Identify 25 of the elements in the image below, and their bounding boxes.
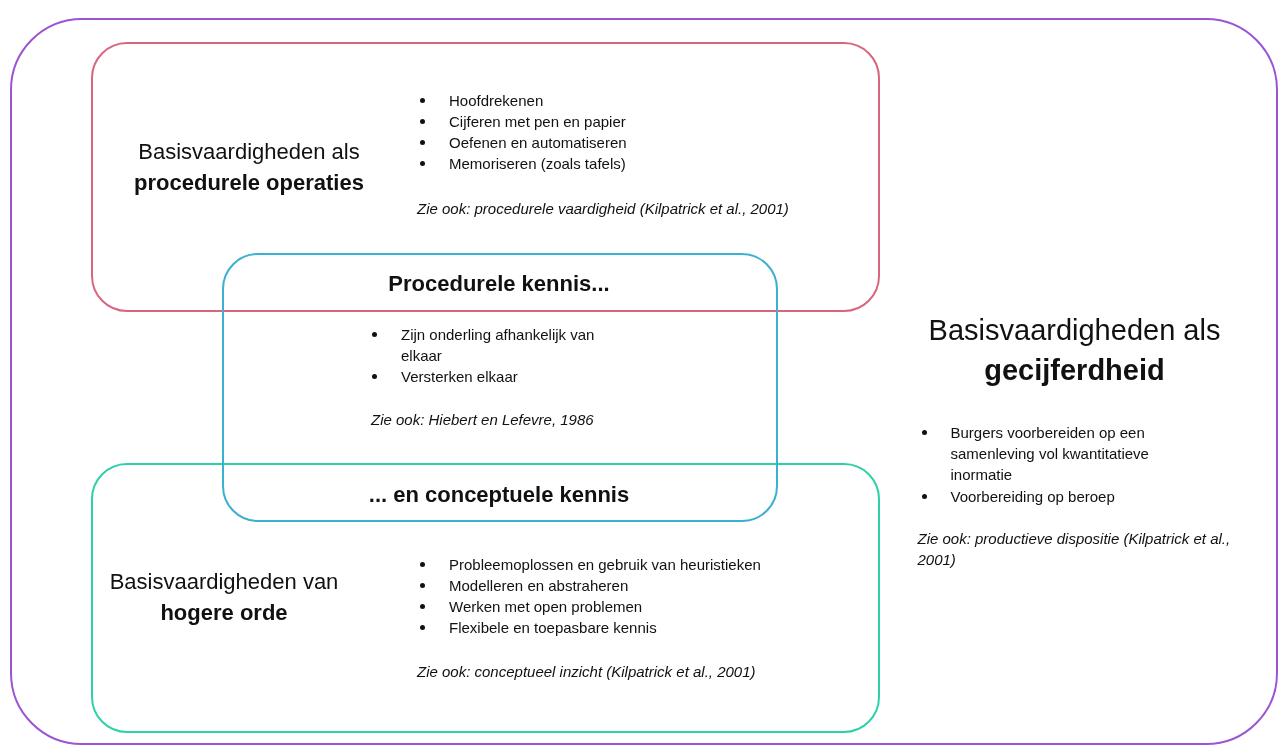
- rounded-panel: [221, 252, 778, 522]
- heading: Basisvaardigheden als gecijferdheid: [927, 312, 1222, 388]
- heading: Basisvaardigheden als procedurele operaties: [133, 138, 365, 197]
- reference-note: Zie ook: Hiebert en Lefevre, 1986: [371, 410, 595, 430]
- list-item: Werken met open problemen: [449, 598, 643, 615]
- reference-note: Zie ook: conceptueel inzicht (Kilpatrick et al., 2001): [417, 662, 757, 682]
- list-item: Memoriseren (zoals tafels): [449, 155, 626, 172]
- list-item: Hoofdrekenen: [449, 92, 544, 109]
- list-item: Voorbereiding op beroep: [950, 487, 1115, 505]
- reference-note: Zie ook: productieve dispositie (Kilpatrick et al., 2001): [917, 528, 1232, 570]
- list-item: Burgers voorbereiden op een samenleving vol kwantitatieve inormatie: [950, 423, 1149, 483]
- reference-note: Zie ook: procedurele vaardigheid (Kilpatrick et al., 2001): [417, 199, 790, 219]
- heading: Basisvaardigheden van hogere orde: [109, 568, 339, 627]
- list-item: Oefenen en automatiseren: [449, 134, 627, 151]
- list-item: Probleemoplossen en gebruik van heuristieken: [449, 556, 761, 573]
- rounded-panel: [90, 41, 880, 312]
- heading: Procedurele kennis...: [387, 270, 611, 298]
- list-item: Zijn onderling afhankelijk van elkaar: [401, 326, 595, 364]
- rounded-panel: [10, 18, 1278, 745]
- list-item: Modelleren en abstraheren: [449, 577, 629, 594]
- list-item: Versterken elkaar: [401, 368, 518, 385]
- list-item: Cijferen met pen en papier: [449, 113, 626, 130]
- heading: ... en conceptuele kennis: [367, 481, 631, 509]
- list-item: Flexibele en toepasbare kennis: [449, 619, 657, 636]
- rounded-panel: [90, 462, 880, 733]
